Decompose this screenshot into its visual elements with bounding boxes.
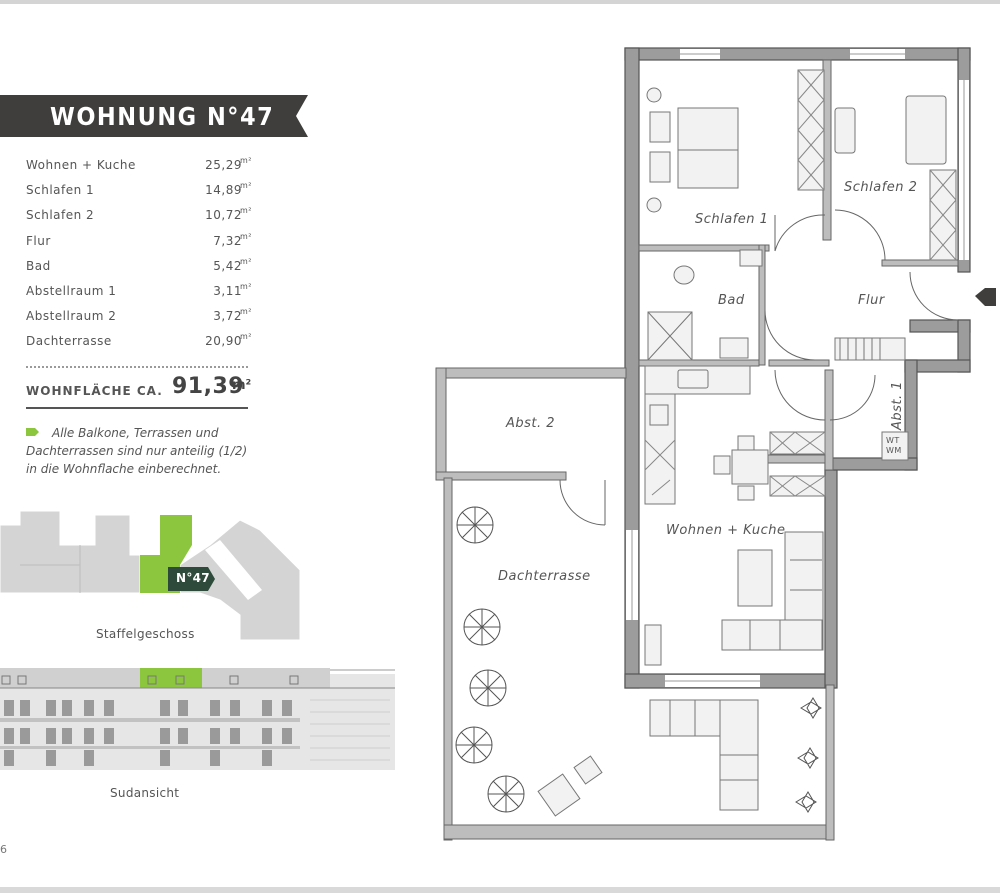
banner-flag-icon — [284, 95, 308, 137]
room-name: Bad — [26, 258, 51, 273]
total-area-label: WOHNFLÄCHE CA. — [26, 384, 163, 398]
solid-divider — [26, 407, 248, 409]
total-area-value: 91,39 — [172, 374, 245, 399]
table-row: Flur 7,32 m² — [26, 232, 252, 257]
keyplan-caption: Staffelgeschoss — [96, 627, 195, 641]
room-unit: m² — [240, 281, 252, 291]
keyplan-staffelgeschoss — [0, 507, 300, 640]
table-row: Schlafen 1 14,89 m² — [26, 181, 252, 206]
door-schlafen1 — [774, 214, 826, 252]
door-entry — [909, 271, 959, 321]
label-wohnen: Wohnen + Kuche — [666, 523, 786, 538]
page-number: 6 — [0, 843, 7, 856]
room-area-table: Wohnen + Kuche 25,29 m² Schlafen 1 14,89… — [26, 156, 252, 358]
outer-wall-right-lower — [824, 469, 838, 689]
room-name: Flur — [26, 233, 51, 248]
room-unit: m² — [240, 256, 252, 266]
door-wohnen — [774, 369, 826, 421]
floor-plan — [435, 47, 996, 841]
apartment-badge-shape — [168, 567, 215, 591]
entrance-arrow-icon — [975, 288, 996, 306]
title-banner — [0, 95, 284, 137]
room-unit: m² — [240, 332, 252, 342]
table-row: Bad 5,42 m² — [26, 257, 252, 282]
label-wt: WT — [886, 436, 900, 445]
top-rule — [0, 0, 1000, 4]
room-area: 5,42 — [213, 258, 242, 273]
apartment-title: WOHNUNG N°47 — [50, 102, 275, 131]
room-unit: m² — [240, 206, 252, 216]
room-name: Abstellraum 2 — [26, 309, 117, 324]
room-name: Schlafen 2 — [26, 208, 95, 223]
label-abst1: Abst. 1 — [890, 380, 906, 431]
table-row: Abstellraum 1 3,11 m² — [26, 282, 252, 307]
room-area: 3,11 — [213, 283, 242, 298]
room-name: Dachterrasse — [26, 334, 112, 349]
door-schlafen2 — [834, 209, 886, 261]
room-area: 25,29 — [205, 158, 242, 172]
label-schlafen1: Schlafen 1 — [695, 212, 769, 227]
room-unit: m² — [240, 307, 252, 317]
label-schlafen2: Schlafen 2 — [844, 180, 918, 195]
room-unit: m² — [240, 156, 252, 165]
elevation-sudansicht — [0, 668, 395, 770]
label-abst2: Abst. 2 — [506, 416, 556, 431]
room-name: Wohnen + Kuche — [26, 158, 136, 172]
table-row: Abstellraum 2 3,72 m² — [26, 307, 252, 332]
room-name: Abstellraum 1 — [26, 283, 117, 298]
door-bad — [764, 309, 816, 361]
total-area-unit: m² — [232, 378, 252, 393]
room-area: 14,89 — [205, 183, 242, 198]
outer-wall-top — [624, 47, 971, 61]
room-area: 10,72 — [205, 208, 242, 223]
label-dachterrasse: Dachterrasse — [498, 569, 591, 584]
terrace-note: Alle Balkone, Terrassen und Dachterrasse… — [26, 426, 248, 476]
room-area: 3,72 — [213, 309, 242, 324]
label-bad: Bad — [718, 293, 745, 308]
door-abst2 — [559, 479, 606, 526]
room-unit: m² — [240, 231, 252, 241]
label-flur: Flur — [858, 293, 885, 308]
room-area: 20,90 — [205, 334, 242, 349]
table-row: Schlafen 2 10,72 m² — [26, 206, 252, 231]
label-wm: WM — [886, 446, 902, 455]
dotted-divider — [26, 366, 248, 368]
table-row: Wohnen + Kuche 25,29 m² — [26, 156, 252, 181]
door-abst1 — [829, 374, 876, 421]
room-name: Schlafen 1 — [26, 183, 95, 198]
green-arrow-icon — [26, 428, 39, 436]
room-unit: m² — [240, 181, 252, 191]
keyplan-badge: N°47 — [176, 571, 210, 585]
bottom-rule — [0, 887, 1000, 893]
room-area: 7,32 — [213, 233, 242, 248]
table-row: Dachterrasse 20,90 m² — [26, 332, 252, 357]
elevation-caption: Sudansicht — [110, 786, 180, 800]
